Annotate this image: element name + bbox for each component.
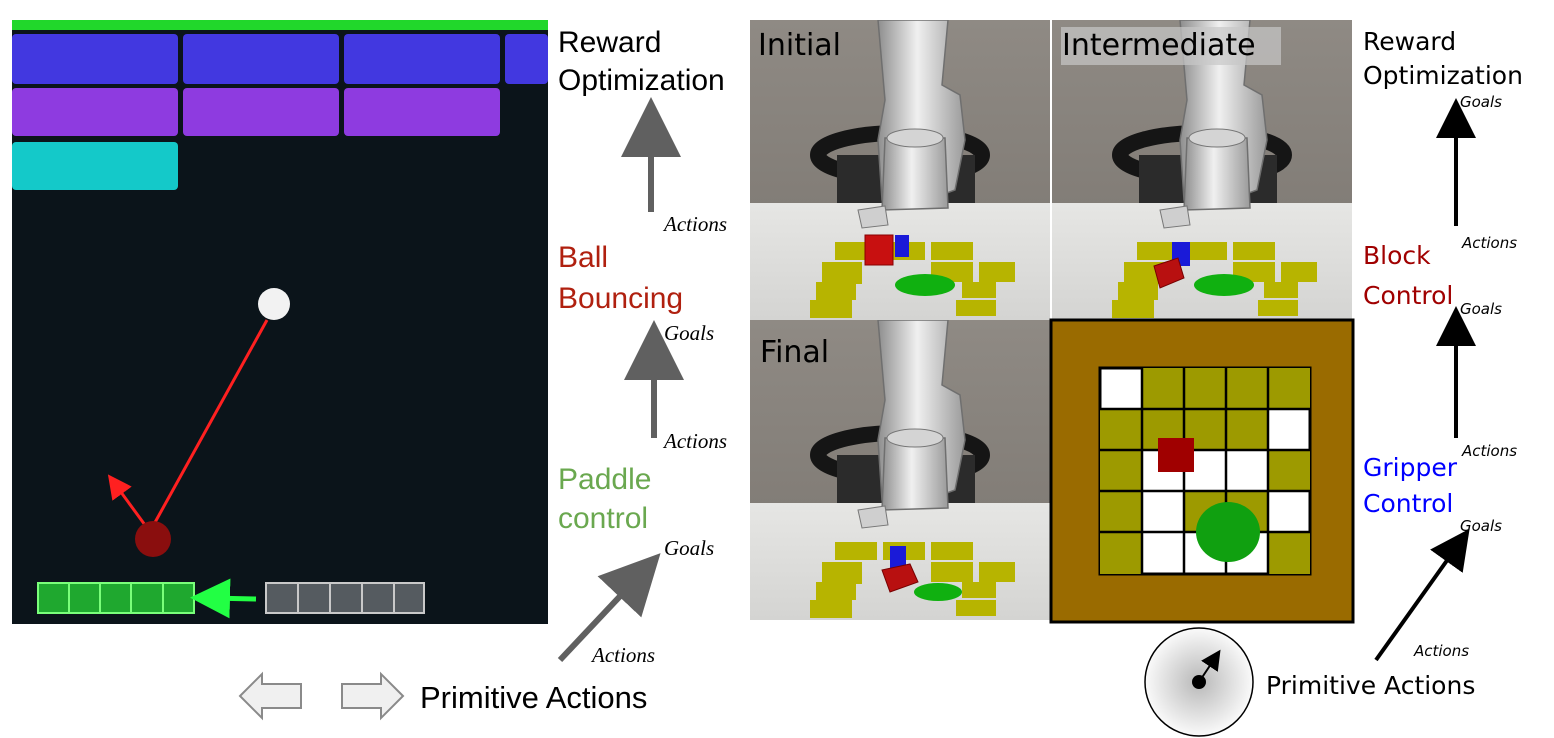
goal-marker [1196,502,1260,562]
left-primitive-actions: Primitive Actions [420,680,647,715]
panel-label-final: Final [760,335,829,370]
right-actions-low-label: Actions [1413,642,1469,660]
ball-predicted [135,521,171,557]
right-primitive-actions: Primitive Actions [1266,671,1475,700]
block-marker [1158,438,1194,472]
paddle-target [265,582,425,614]
right-goals-low-label: Goals [1460,517,1502,535]
panel-label-intermediate: Intermediate [1062,28,1256,63]
left-goals-low-label: Goals [664,536,714,560]
left-goals-mid-label: Goals [664,321,714,345]
breakout-game-panel [12,20,548,624]
robot-panel-final: Final [750,320,1050,620]
right-actions-top-label: Actions [1461,234,1517,252]
left-actions-mid-label: Actions [662,429,727,453]
joystick-dial-icon [1144,627,1254,737]
left-actions-low-label: Actions [590,643,655,667]
paddle-current [37,582,195,614]
brick-row-purple [12,88,500,136]
robot-panel-intermediate: Intermediate [1052,20,1352,320]
right-arrow-icon [341,671,405,721]
ball-white [258,288,290,320]
robot-panel-initial: Initial [750,20,1050,320]
right-goals-top-label: Goals [1460,93,1502,111]
right-actions-mid-label: Actions [1461,442,1517,460]
topdown-grid-panel [1049,318,1355,624]
brick-row-blue [12,34,548,84]
left-arrow-icon [238,671,302,721]
left-actions-top-label: Actions [662,212,727,236]
brick-cyan [12,142,178,190]
right-goals-mid-label: Goals [1460,300,1502,318]
panel-label-initial: Initial [758,28,841,63]
